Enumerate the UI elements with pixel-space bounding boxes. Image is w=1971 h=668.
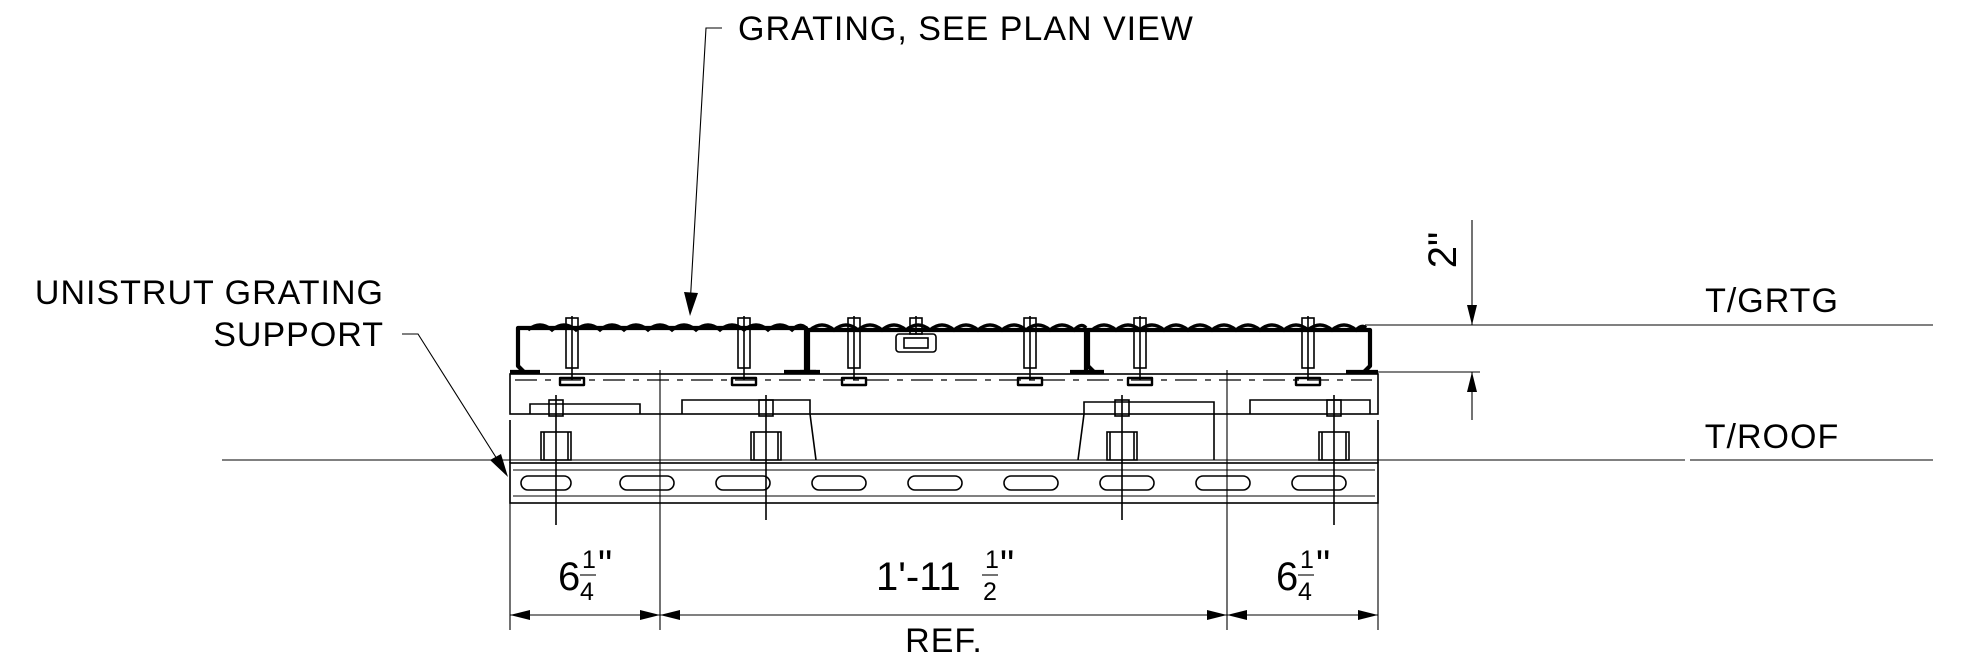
- svg-text:1'-11: 1'-11: [876, 555, 961, 599]
- svg-text:1: 1: [582, 546, 596, 574]
- grating-bolt: [558, 316, 586, 387]
- anchor-bolt: [1318, 395, 1350, 525]
- anchor-bolt: [540, 395, 572, 525]
- left-dimension-text: 6 1 4 ": [558, 543, 612, 606]
- support-leader: [402, 333, 508, 477]
- svg-text:1: 1: [985, 546, 999, 574]
- t-roof-label: T/ROOF: [1705, 418, 1839, 456]
- anchor-bolt: [750, 395, 782, 520]
- support-label-line1: UNISTRUT GRATING: [35, 274, 384, 312]
- grating-bolt: [1016, 316, 1044, 387]
- grating: [510, 323, 1378, 375]
- grating-callout-label: GRATING, SEE PLAN VIEW: [738, 10, 1194, 48]
- svg-text:4: 4: [580, 578, 594, 606]
- grating-bolts: [558, 316, 1322, 387]
- grating-bolt: [730, 316, 758, 387]
- svg-text:1: 1: [1300, 546, 1314, 574]
- svg-text:4: 4: [1298, 578, 1312, 606]
- svg-text:2: 2: [983, 578, 997, 606]
- svg-text:": ": [1000, 543, 1014, 587]
- support-bar: [509, 373, 1379, 461]
- height-dimension-text: 2": [1421, 232, 1465, 268]
- unistrut-channel: [509, 420, 1379, 504]
- grating-bolt: [1126, 316, 1154, 387]
- grating-bolt: [840, 316, 868, 387]
- svg-text:6: 6: [1276, 555, 1298, 599]
- reference-label: REF.: [905, 622, 983, 660]
- anchor-bolt: [1106, 395, 1138, 520]
- height-dimension: [1467, 220, 1477, 420]
- right-dimension-text: 6 1 4 ": [1276, 543, 1330, 606]
- svg-text:": ": [1316, 543, 1330, 587]
- center-dimension-text: 1'-11 1 2 ": [876, 543, 1014, 606]
- svg-text:6: 6: [558, 555, 580, 599]
- svg-text:": ": [598, 543, 612, 587]
- dimension-chain: [509, 370, 1379, 630]
- grating-bolt: [909, 316, 923, 335]
- grating-leader: [684, 27, 722, 316]
- support-label-line2: SUPPORT: [213, 316, 384, 354]
- t-grtg-label: T/GRTG: [1705, 282, 1839, 320]
- grating-bolt: [1294, 316, 1322, 387]
- anchor-bolts: [540, 395, 1350, 525]
